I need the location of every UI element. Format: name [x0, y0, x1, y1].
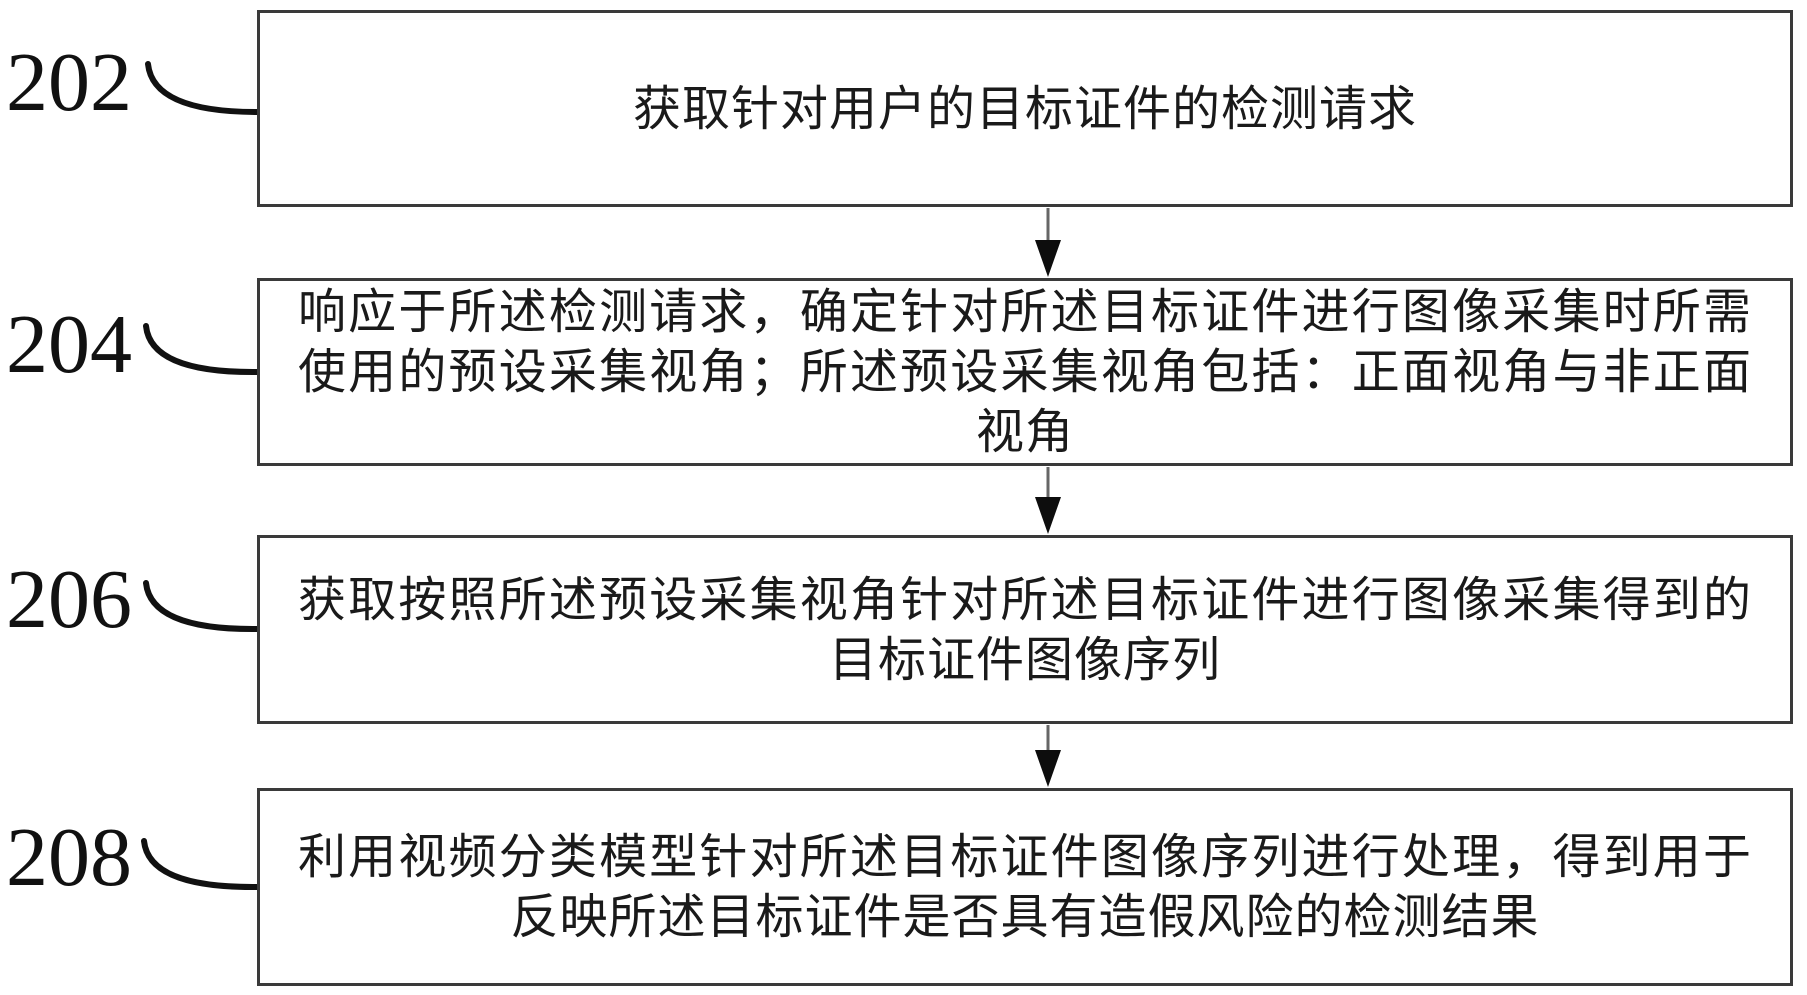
step-box-206: 获取按照所述预设采集视角针对所述目标证件进行图像采集得到的目标证件图像序列 [257, 535, 1793, 724]
flow-arrow-3 [1035, 725, 1061, 787]
step-number-208: 208 [6, 811, 132, 904]
step-text-208: 利用视频分类模型针对所述目标证件图像序列进行处理，得到用于反映所述目标证件是否具… [298, 829, 1752, 945]
step-box-204: 响应于所述检测请求，确定针对所述目标证件进行图像采集时所需使用的预设采集视角；所… [257, 278, 1793, 466]
step-number-204: 204 [6, 298, 132, 391]
flow-arrow-1 [1035, 208, 1061, 277]
step-number-202: 202 [6, 36, 132, 129]
step-text-206: 获取按照所述预设采集视角针对所述目标证件进行图像采集得到的目标证件图像序列 [298, 571, 1752, 688]
step-box-202: 获取针对用户的目标证件的检测请求 [257, 10, 1793, 207]
step-text-204: 响应于所述检测请求，确定针对所述目标证件进行图像采集时所需使用的预设采集视角；所… [298, 284, 1752, 460]
step-box-208: 利用视频分类模型针对所述目标证件图像序列进行处理，得到用于反映所述目标证件是否具… [257, 788, 1793, 986]
step-text-202: 获取针对用户的目标证件的检测请求 [632, 80, 1417, 137]
step-number-206: 206 [6, 553, 132, 646]
flow-arrow-2 [1035, 467, 1061, 534]
